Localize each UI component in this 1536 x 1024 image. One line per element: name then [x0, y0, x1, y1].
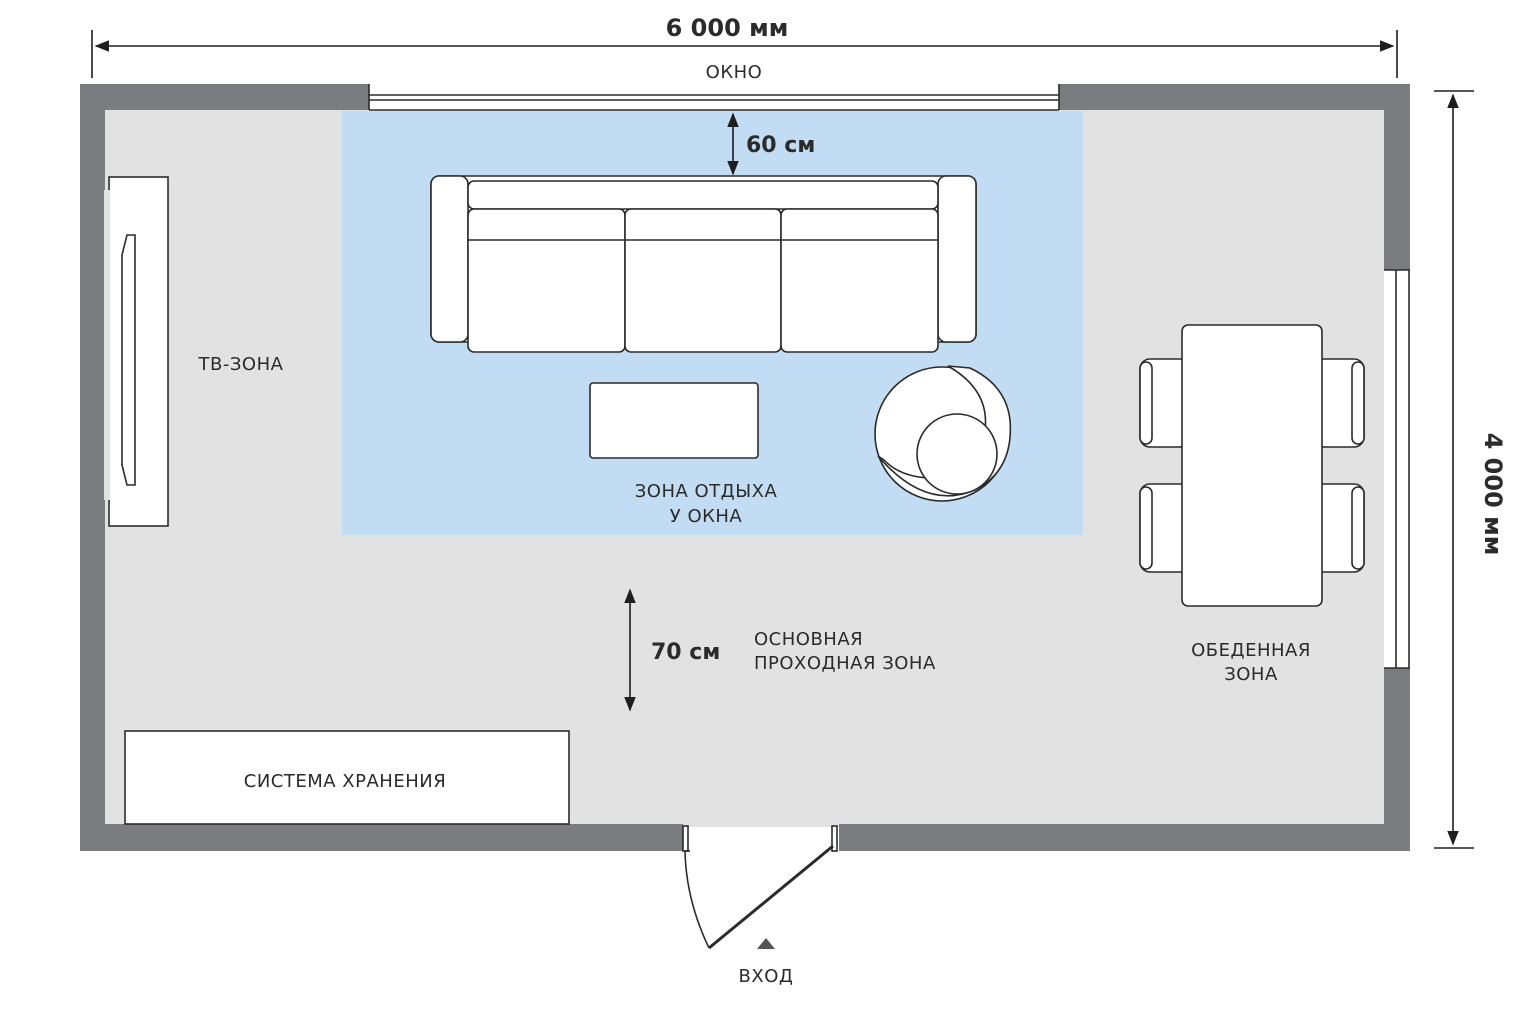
storage-system [124, 730, 570, 825]
window-clearance-label: 60 см [746, 133, 815, 158]
lounge-zone-label-line2: У ОКНА [670, 506, 743, 527]
dining-table [1181, 324, 1323, 607]
width-dimension: 6 000 мм [91, 14, 1398, 78]
passage-dimension-label: 70 см [651, 640, 720, 665]
chair [1313, 358, 1365, 448]
height-dimension-label: 4 000 мм [1479, 433, 1507, 556]
right-wall-opening [1384, 110, 1410, 851]
passage-zone-label-line1: ОСНОВНАЯ [754, 629, 863, 650]
window [368, 84, 1060, 111]
dining-chairs [1139, 358, 1365, 573]
passage-dimension: 70 см [624, 588, 720, 712]
armchair [874, 365, 1012, 502]
window-clearance-dimension: 60 см [727, 112, 815, 176]
height-dimension: 4 000 мм [1434, 90, 1507, 849]
tv-zone-label: ТВ-ЗОНА [198, 354, 284, 375]
entrance-door[interactable] [682, 824, 839, 950]
tv-stand [104, 176, 169, 527]
storage-label: СИСТЕМА ХРАНЕНИЯ [244, 771, 446, 792]
sofa [430, 175, 977, 353]
entrance-arrow-icon [757, 938, 775, 949]
lounge-zone-label-line1: ЗОНА ОТДЫХА [635, 481, 778, 502]
coffee-table [589, 382, 759, 459]
dining-zone-label-line2: ЗОНА [1224, 664, 1278, 685]
dining-zone-label-line1: ОБЕДЕННАЯ [1191, 640, 1311, 661]
width-dimension-label: 6 000 мм [666, 14, 789, 42]
entrance-label: ВХОД [739, 966, 794, 987]
passage-zone-label-line2: ПРОХОДНАЯ ЗОНА [754, 653, 936, 674]
window-label: ОКНО [706, 62, 763, 83]
chair [1139, 483, 1191, 573]
chair [1313, 483, 1365, 573]
chair [1139, 358, 1191, 448]
